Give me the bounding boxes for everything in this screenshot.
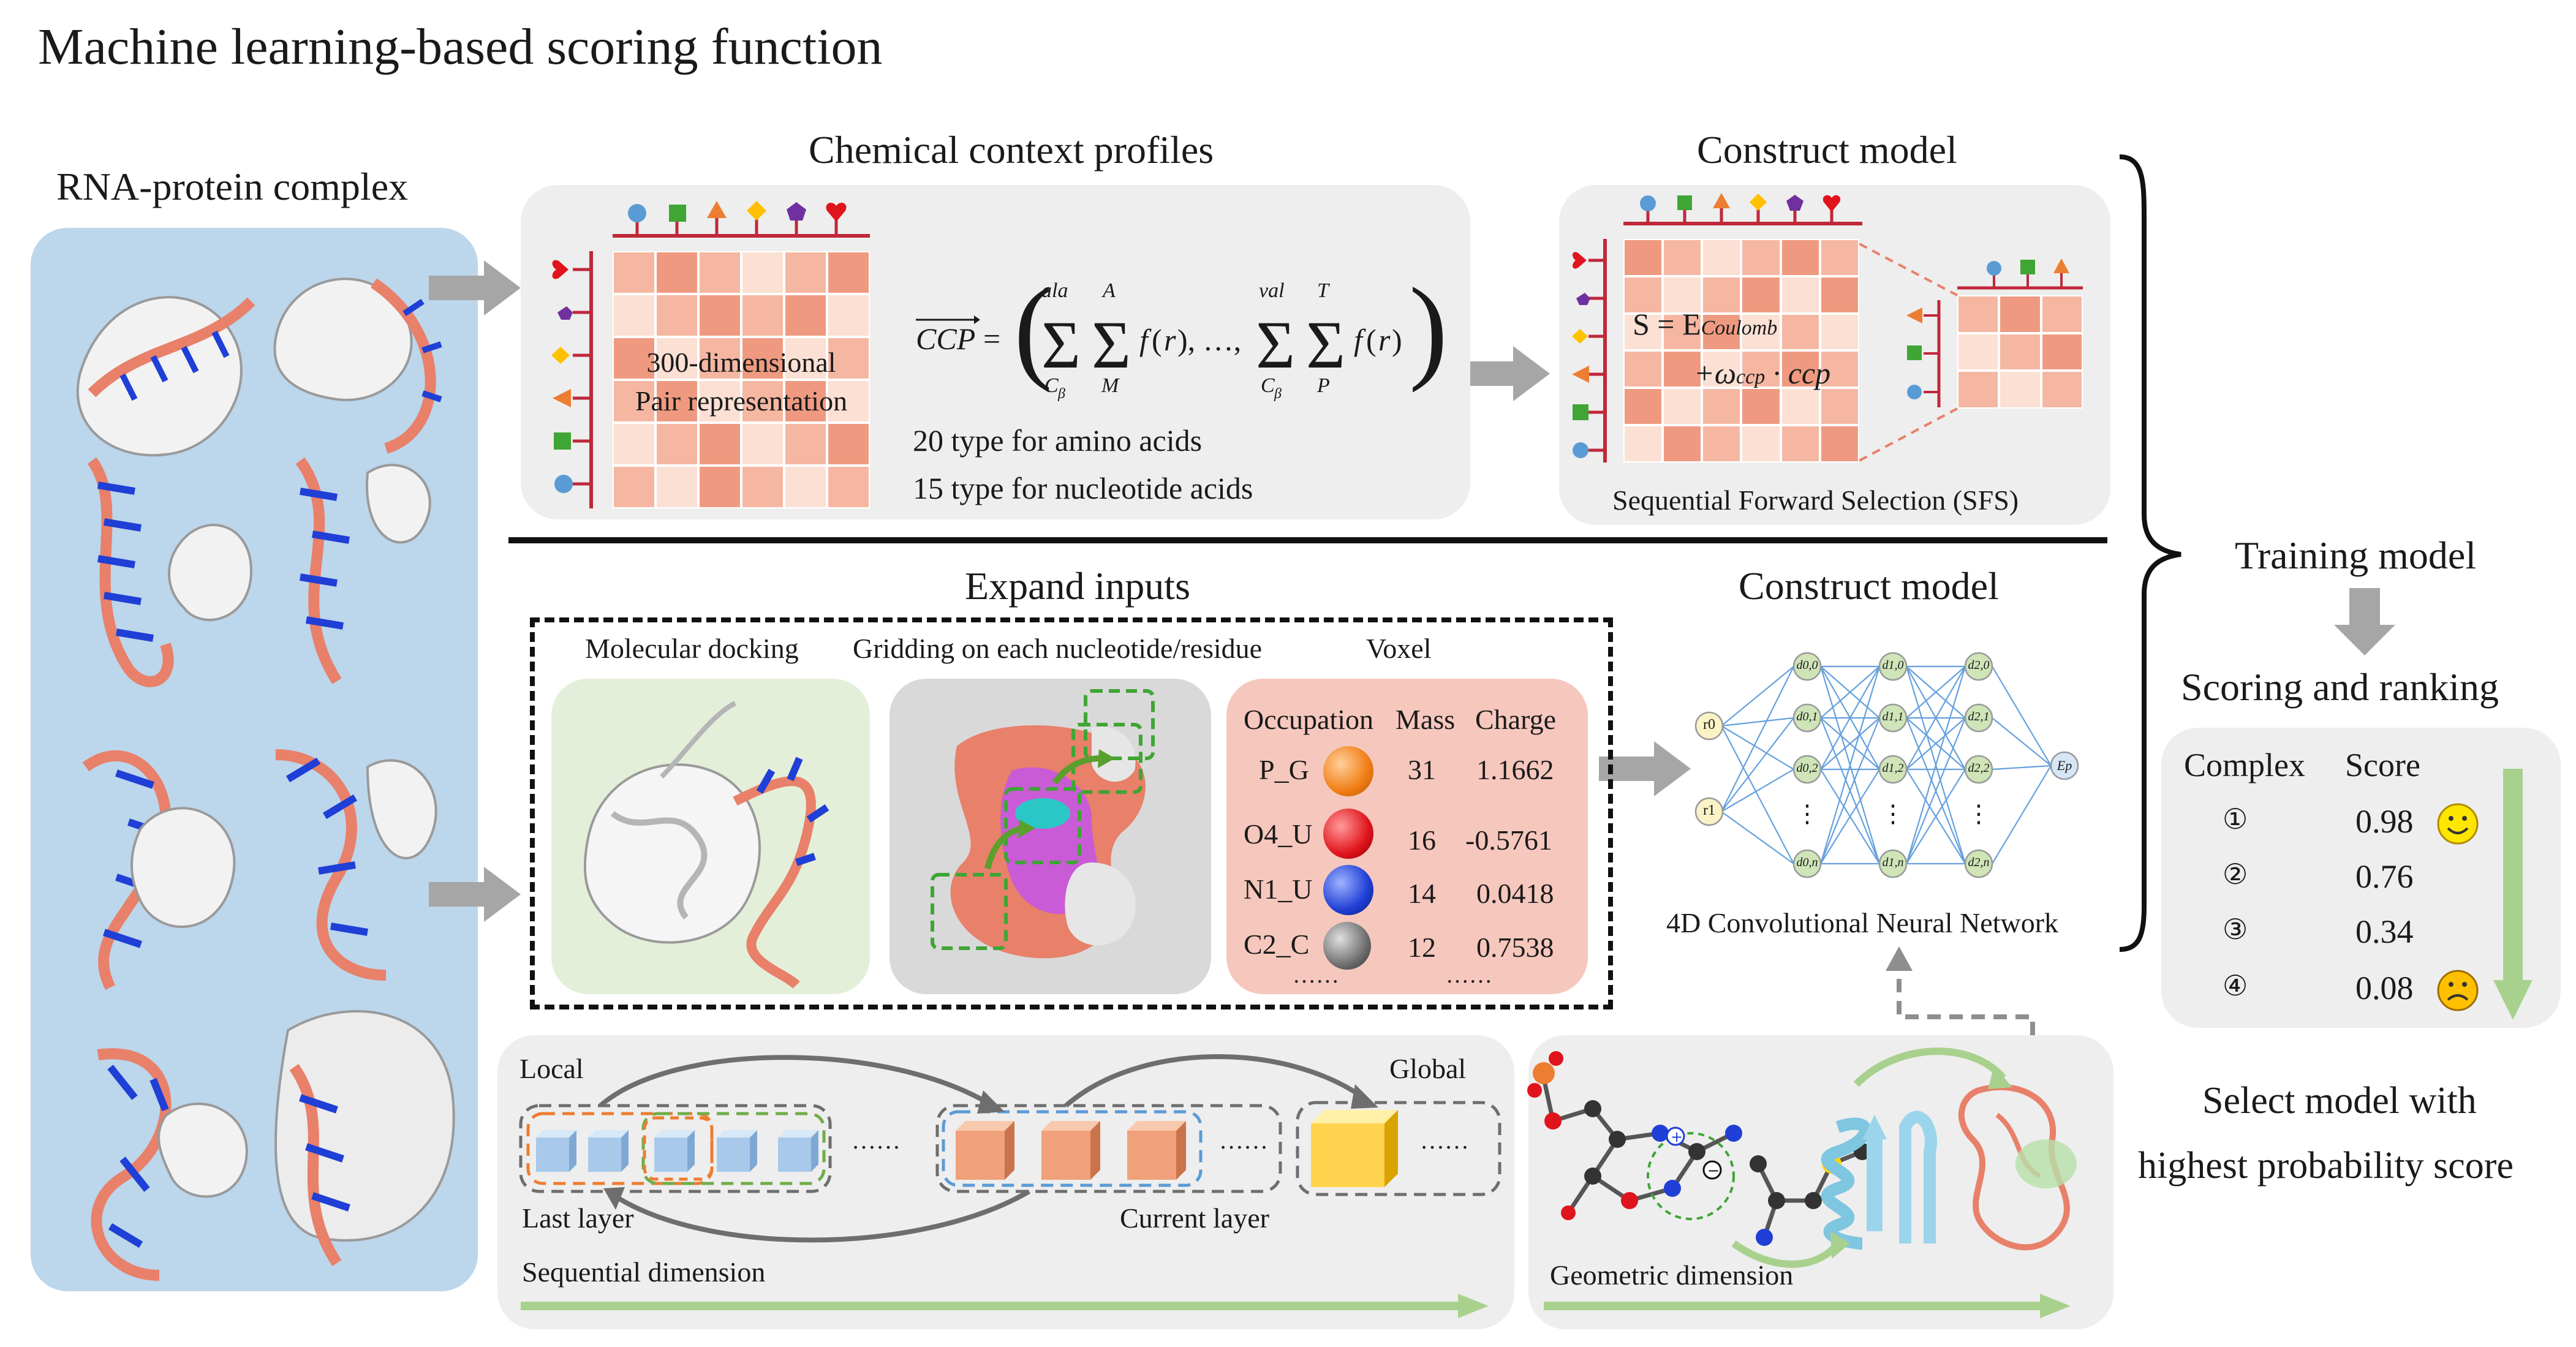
voxel-row-name: N1_U	[1244, 873, 1313, 905]
score-value: 0.98	[2355, 803, 2414, 840]
local-label: Local	[519, 1053, 584, 1084]
cnn-node: d2,2	[1968, 761, 1990, 775]
cnn-node: d1,1	[1882, 710, 1904, 723]
cnn-node: d0,2	[1796, 761, 1818, 775]
voxel-panel	[1226, 679, 1588, 994]
cnn-node: d2,1	[1968, 710, 1990, 723]
cnn-input-node: r1	[1703, 802, 1715, 818]
voxel-header-occupation: Occupation	[1244, 704, 1374, 735]
voxel-row-mass: 31	[1408, 754, 1436, 785]
training-model-label: Training model	[2235, 534, 2477, 577]
voxel-row-charge: 0.0418	[1476, 878, 1554, 909]
cnn-node: d1,0	[1882, 658, 1904, 672]
score-value: 0.76	[2355, 858, 2414, 895]
atom-sphere-icon	[1323, 865, 1373, 915]
voxel-row-charge: 1.1662	[1476, 754, 1554, 785]
rna-protein-panel	[31, 228, 478, 1291]
note-amino-acids: 20 type for amino acids	[913, 423, 1203, 458]
rank-label: ②	[2223, 858, 2248, 891]
scoring-ranking-heading: Scoring and ranking	[2181, 665, 2499, 709]
rna-protein-heading: RNA-protein complex	[56, 165, 409, 208]
cnn-node-ellipsis: ⋮	[1795, 800, 1819, 828]
energy-line1: S = ECoulomb	[1633, 307, 1778, 341]
cnn-node: d0,0	[1796, 658, 1818, 672]
voxel-header-mass: Mass	[1396, 704, 1456, 735]
voxel-header-charge: Charge	[1475, 704, 1557, 735]
gridding-label: Gridding on each nucleotide/residue	[853, 633, 1263, 664]
cnn-input-node: r0	[1703, 717, 1715, 733]
global-label: Global	[1389, 1053, 1467, 1084]
voxel-row-mass: 12	[1408, 932, 1436, 963]
atom-sphere-icon	[1323, 746, 1373, 796]
rank-label: ①	[2223, 802, 2248, 836]
voxel-row-mass: 16	[1408, 824, 1436, 856]
select-model-line2: highest probability score	[2138, 1145, 2514, 1187]
docking-panel	[551, 679, 870, 994]
atom-sphere-icon	[1323, 809, 1373, 859]
ccp-heading: Chemical context profiles	[809, 128, 1214, 172]
rank-label: ④	[2223, 969, 2248, 1002]
construct-top-heading: Construct model	[1697, 128, 1957, 172]
seq-ellipsis: ……	[1219, 1126, 1268, 1154]
gridding-panel	[890, 679, 1211, 994]
score-value: 0.08	[2355, 970, 2414, 1006]
voxel-ellipsis-right: ……	[1446, 962, 1492, 988]
construct-top-matrix	[1623, 239, 1859, 462]
cnn-node: d0,1	[1796, 710, 1818, 723]
expand-heading: Expand inputs	[965, 564, 1190, 608]
expand-inputs-frame	[530, 617, 1613, 1009]
last-layer-label: Last layer	[522, 1202, 634, 1234]
cnn-node: d1,n	[1882, 856, 1904, 869]
seq-ellipsis: ……	[1420, 1126, 1469, 1154]
cnn-output-node: Ep	[2057, 758, 2072, 773]
cnn-node: d1,2	[1882, 761, 1904, 775]
matrix-label-line2: Pair representation	[635, 385, 848, 417]
cnn-node-ellipsis: ⋮	[1881, 800, 1905, 828]
voxel-label: Voxel	[1366, 633, 1432, 664]
rank-label: ③	[2223, 913, 2248, 946]
sfs-caption: Sequential Forward Selection (SFS)	[1612, 485, 2019, 516]
voxel-row-mass: 14	[1408, 878, 1436, 909]
matrix-label-line1: 300-dimensional	[646, 347, 836, 378]
voxel-row-charge: 0.7538	[1476, 932, 1554, 963]
gridding-surface	[931, 689, 1155, 959]
cnn-node: d2,n	[1968, 856, 1990, 869]
atom-sphere-icon	[1323, 922, 1371, 970]
note-nucleotide-acids: 15 type for nucleotide acids	[913, 471, 1253, 505]
col-complex-header: Complex	[2184, 747, 2305, 783]
construct-top-submatrix	[1957, 295, 2083, 409]
seq-ellipsis: ……	[852, 1126, 901, 1154]
construct-bottom-heading: Construct model	[1739, 564, 1999, 608]
geometric-dimension-label: Geometric dimension	[1550, 1259, 1794, 1291]
scoring-table-panel	[2161, 728, 2561, 1028]
ccp-pair-matrix	[613, 251, 870, 508]
voxel-row-charge: -0.5761	[1465, 824, 1552, 856]
cnn-caption: 4D Convolutional Neural Network	[1666, 907, 2059, 938]
sequential-dimension-label: Sequential dimension	[522, 1256, 766, 1288]
voxel-row-name: P_G	[1259, 754, 1309, 785]
rna-protein-structures	[76, 277, 455, 1281]
col-score-header: Score	[2345, 747, 2420, 783]
score-value: 0.34	[2355, 913, 2414, 950]
energy-line2: +ωccp · ccp	[1694, 356, 1831, 390]
docking-structure	[583, 701, 829, 989]
cnn-node: d0,n	[1796, 856, 1818, 869]
cnn-node-ellipsis: ⋮	[1966, 800, 1991, 828]
voxel-ellipsis-left: ……	[1293, 962, 1339, 988]
current-layer-label: Current layer	[1120, 1202, 1269, 1234]
page-title: Machine learning-based scoring function	[38, 18, 883, 75]
docking-label: Molecular docking	[585, 633, 799, 664]
voxel-row-name: O4_U	[1244, 818, 1313, 850]
voxel-row-name: C2_C	[1244, 929, 1310, 960]
cnn-node: d2,0	[1968, 658, 1990, 672]
select-model-line1: Select model with	[2202, 1080, 2477, 1122]
